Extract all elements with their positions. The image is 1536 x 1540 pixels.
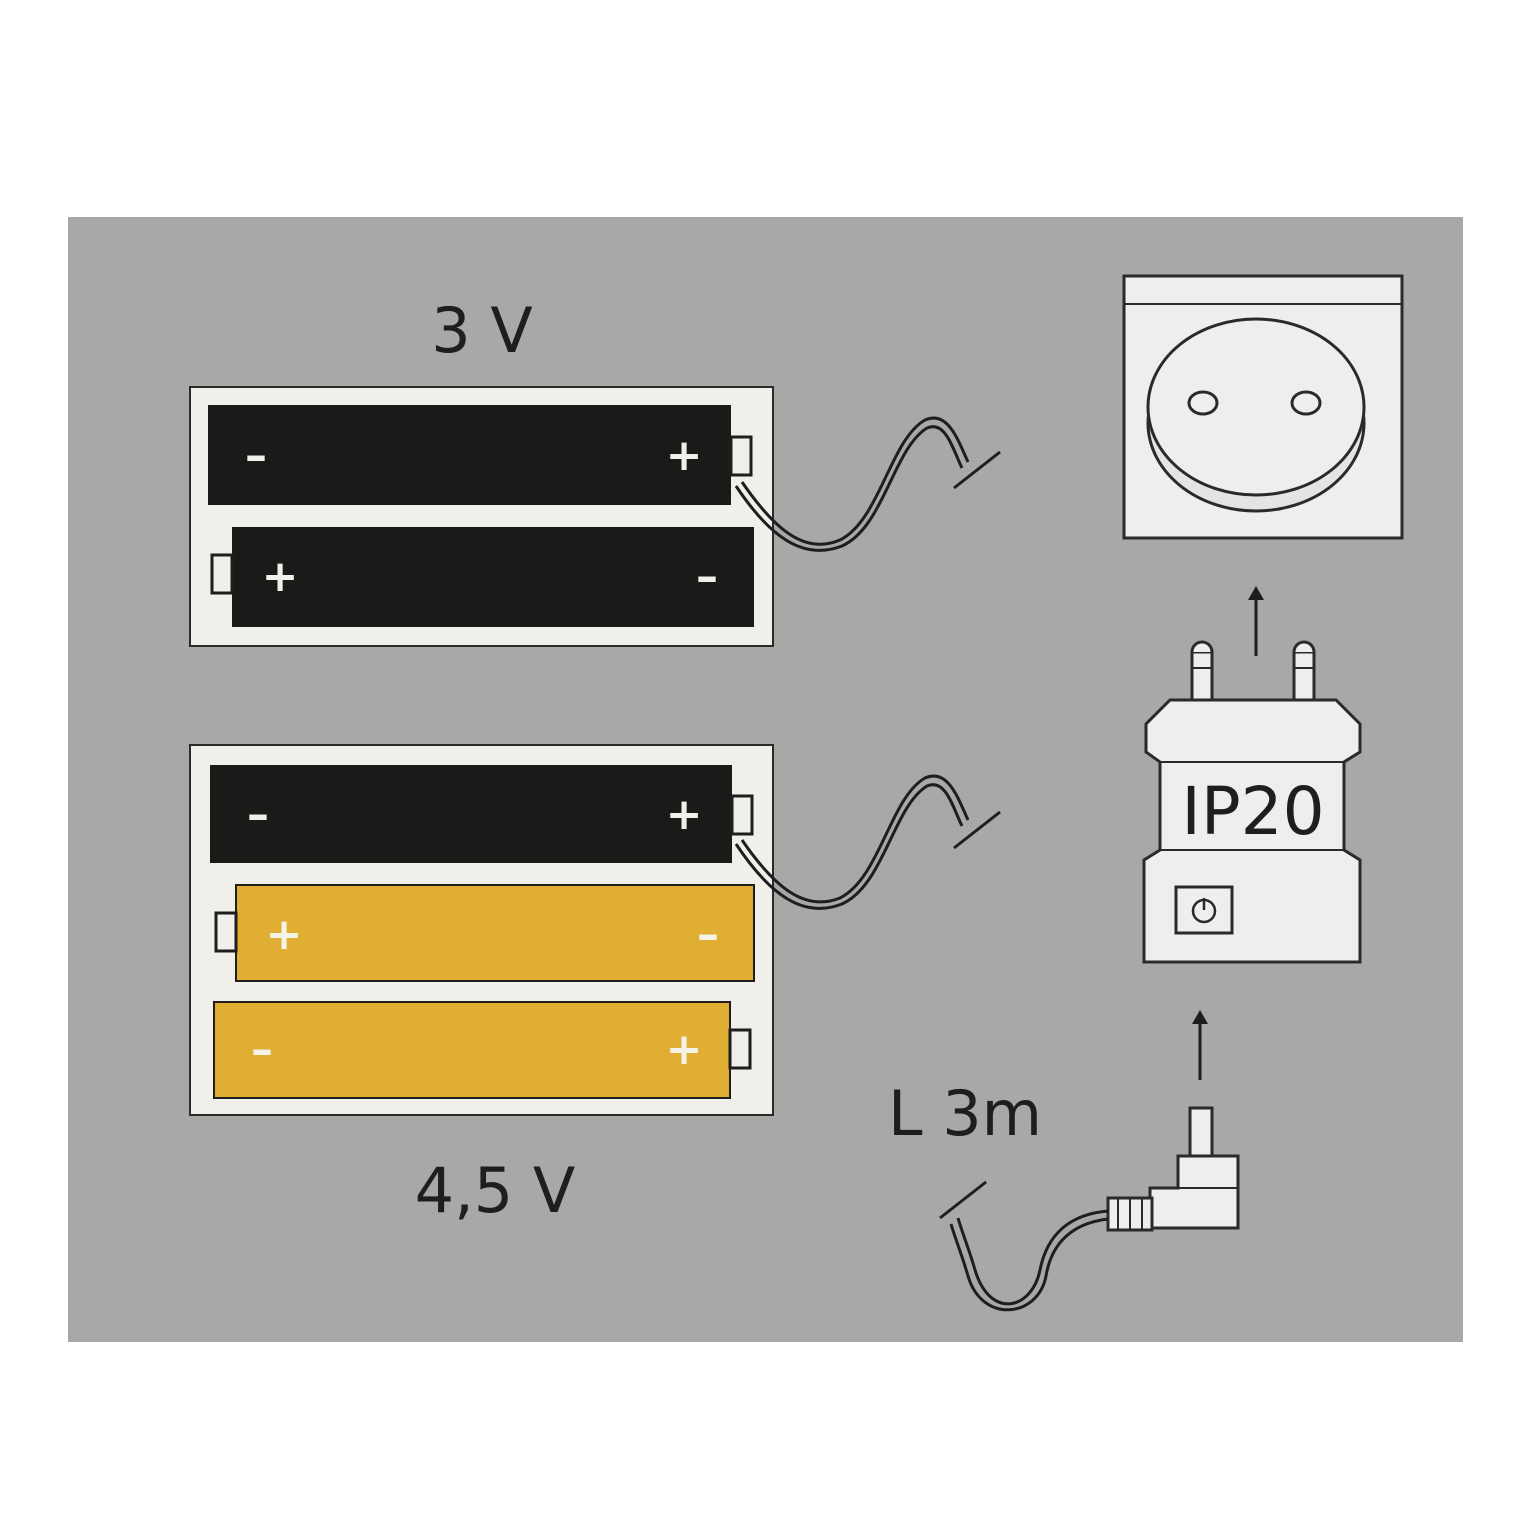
- dc-jack-icon: [1106, 1106, 1240, 1232]
- battery-symbol-right: –: [697, 909, 719, 960]
- battery-3v-2: + –: [210, 527, 754, 627]
- wire-45v: [734, 774, 1001, 910]
- battery-symbol-right: +: [666, 430, 703, 481]
- battery-symbol-left: –: [245, 430, 267, 481]
- battery-symbol-right: +: [666, 789, 703, 840]
- socket-hole-right: [1290, 390, 1322, 416]
- battery-holder-3v: – + + –: [189, 386, 774, 647]
- battery-terminal: [729, 435, 753, 477]
- battery-symbol-left: –: [247, 789, 269, 840]
- battery-3v-1: – +: [208, 405, 753, 505]
- plug-adapter-icon: IP20: [1142, 640, 1362, 964]
- battery-terminal: [214, 911, 238, 953]
- battery-terminal: [210, 553, 234, 595]
- battery-terminal: [730, 794, 754, 836]
- battery-45v-1: – +: [210, 765, 754, 863]
- pack-3v-label: 3 V: [431, 294, 533, 367]
- battery-45v-3: – +: [213, 1001, 752, 1099]
- plug-pin-left: [1190, 640, 1214, 706]
- battery-terminal: [728, 1028, 752, 1070]
- cable-length-label: L 3m: [888, 1077, 1042, 1150]
- battery-holder-45v: – + + – – +: [189, 744, 774, 1116]
- battery-symbol-left: +: [266, 909, 303, 960]
- adapter-cable: [939, 1180, 1109, 1312]
- arrow-up-icon: [1192, 1010, 1208, 1080]
- battery-symbol-right: +: [666, 1024, 703, 1075]
- battery-symbol-right: –: [696, 551, 718, 602]
- battery-symbol-left: +: [262, 551, 299, 602]
- power-icon: [1174, 885, 1234, 935]
- socket-hole-left: [1187, 390, 1219, 416]
- adapter-ip-rating: IP20: [1181, 773, 1324, 850]
- battery-symbol-left: –: [251, 1024, 273, 1075]
- wall-socket-icon: [1122, 274, 1404, 540]
- pack-45v-label: 4,5 V: [415, 1154, 576, 1227]
- plug-pin-right: [1292, 640, 1316, 706]
- wire-3v: [734, 416, 1001, 552]
- arrow-up-icon: [1248, 586, 1264, 656]
- battery-45v-2: + –: [214, 884, 755, 982]
